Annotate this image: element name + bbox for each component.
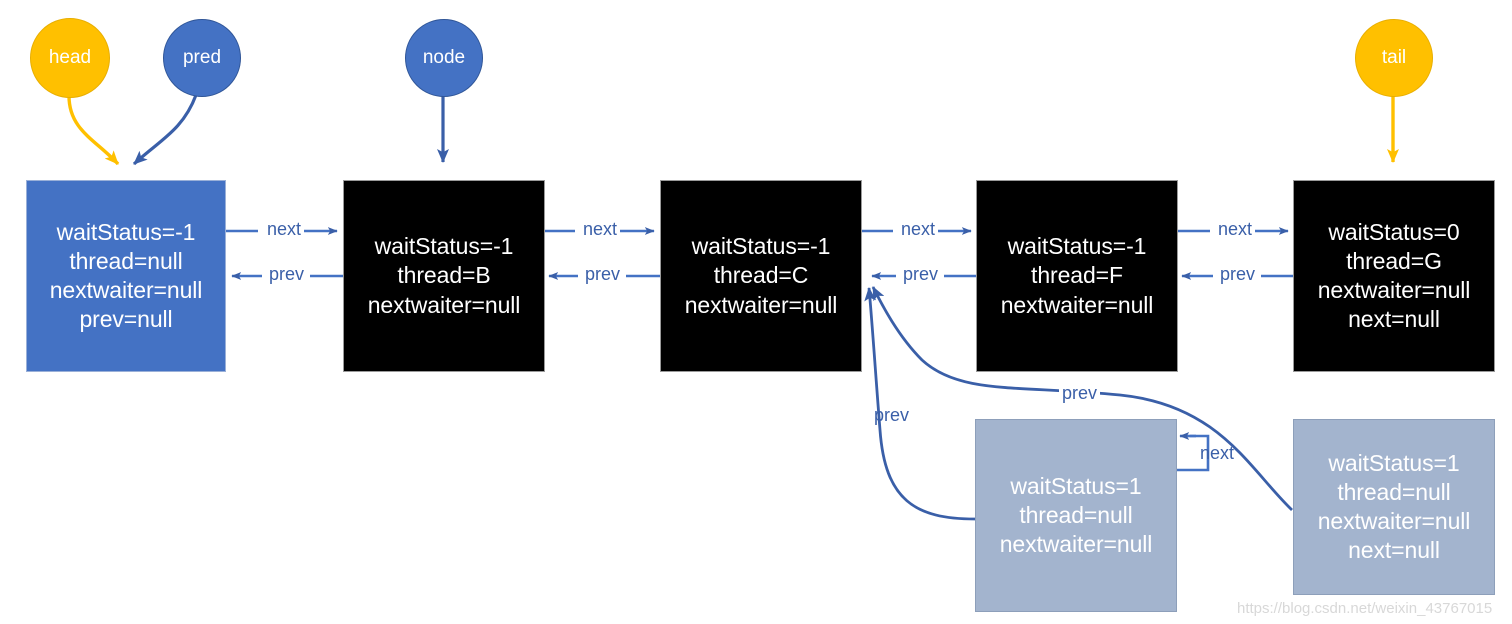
node-c-box[interactable]: waitStatus=-1 thread=C nextwaiter=null: [660, 180, 862, 372]
node-f-line-1: thread=F: [1031, 262, 1123, 289]
pointer-tail-label: tail: [1381, 47, 1407, 68]
node-cancelled-2-line-2: nextwaiter=null: [1317, 508, 1471, 534]
edge-label-next-b-c: next: [580, 219, 621, 240]
node-g-line-3: next=null: [1348, 306, 1440, 333]
node-b-line-0: waitStatus=-1: [374, 233, 514, 260]
node-cancelled-2-line-1: thread=null: [1337, 478, 1451, 505]
node-head-line-1: thread=null: [69, 247, 183, 274]
edge-label-prev-c-b: prev: [582, 264, 624, 285]
pointer-head[interactable]: head: [30, 18, 110, 98]
edge-label-next-c-f: next: [898, 219, 939, 240]
node-b-box[interactable]: waitStatus=-1 thread=B nextwaiter=null: [343, 180, 545, 372]
node-g-line-0: waitStatus=0: [1328, 218, 1460, 245]
node-f-box[interactable]: waitStatus=-1 thread=F nextwaiter=null: [976, 180, 1178, 372]
watermark-text: https://blog.csdn.net/weixin_43767015: [1237, 600, 1493, 617]
pointer-pred[interactable]: pred: [163, 19, 241, 97]
arrow-pred-to-node: [132, 94, 198, 166]
node-g-line-1: thread=G: [1346, 247, 1442, 274]
node-b-line-1: thread=B: [397, 262, 491, 289]
node-head-line-2: nextwaiter=null: [49, 277, 203, 303]
pointer-pred-label: pred: [182, 47, 222, 68]
edge-label-prev-b-head: prev: [266, 264, 308, 285]
wire-prev-cancelled1-to-c: [864, 287, 976, 521]
node-c-line-2: nextwaiter=null: [684, 291, 838, 318]
edge-label-next-f-g: next: [1215, 219, 1256, 240]
edge-label-next-cancelled2-cancelled1: next: [1200, 443, 1235, 463]
node-cancelled-2-line-3: next=null: [1348, 537, 1440, 564]
pointer-head-label: head: [48, 47, 92, 68]
pointer-node-label: node: [422, 47, 466, 68]
node-cancelled-2-line-0: waitStatus=1: [1328, 449, 1460, 476]
pointer-tail[interactable]: tail: [1355, 19, 1433, 97]
node-g-box[interactable]: waitStatus=0 thread=G nextwaiter=null ne…: [1293, 180, 1495, 372]
edge-label-prev-cancelled1-c: prev: [874, 405, 910, 425]
node-head-line-0: waitStatus=-1: [56, 218, 196, 245]
node-head-box[interactable]: waitStatus=-1 thread=null nextwaiter=nul…: [26, 180, 226, 372]
edge-label-next-head-b: next: [264, 219, 305, 240]
node-head-line-3: prev=null: [79, 306, 173, 333]
edge-label-prev-f-c: prev: [900, 264, 942, 285]
node-c-line-0: waitStatus=-1: [691, 233, 831, 260]
node-c-line-1: thread=C: [713, 262, 809, 289]
node-cancelled-1-line-2: nextwaiter=null: [999, 531, 1153, 558]
pointer-node[interactable]: node: [405, 19, 483, 97]
node-cancelled-2-box[interactable]: waitStatus=1 thread=null nextwaiter=null…: [1293, 419, 1495, 595]
arrow-head-to-node: [67, 95, 120, 166]
node-f-line-0: waitStatus=-1: [1007, 233, 1147, 260]
node-cancelled-1-line-1: thread=null: [1019, 501, 1133, 528]
node-cancelled-1-line-0: waitStatus=1: [1010, 472, 1142, 499]
edge-label-prev-g-f: prev: [1217, 264, 1259, 285]
node-cancelled-1-box[interactable]: waitStatus=1 thread=null nextwaiter=null: [975, 419, 1177, 612]
edge-label-prev-cancelled2-c: prev: [1059, 383, 1101, 404]
node-b-line-2: nextwaiter=null: [367, 291, 521, 318]
node-f-line-2: nextwaiter=null: [1000, 291, 1154, 318]
node-g-line-2: nextwaiter=null: [1317, 277, 1471, 303]
